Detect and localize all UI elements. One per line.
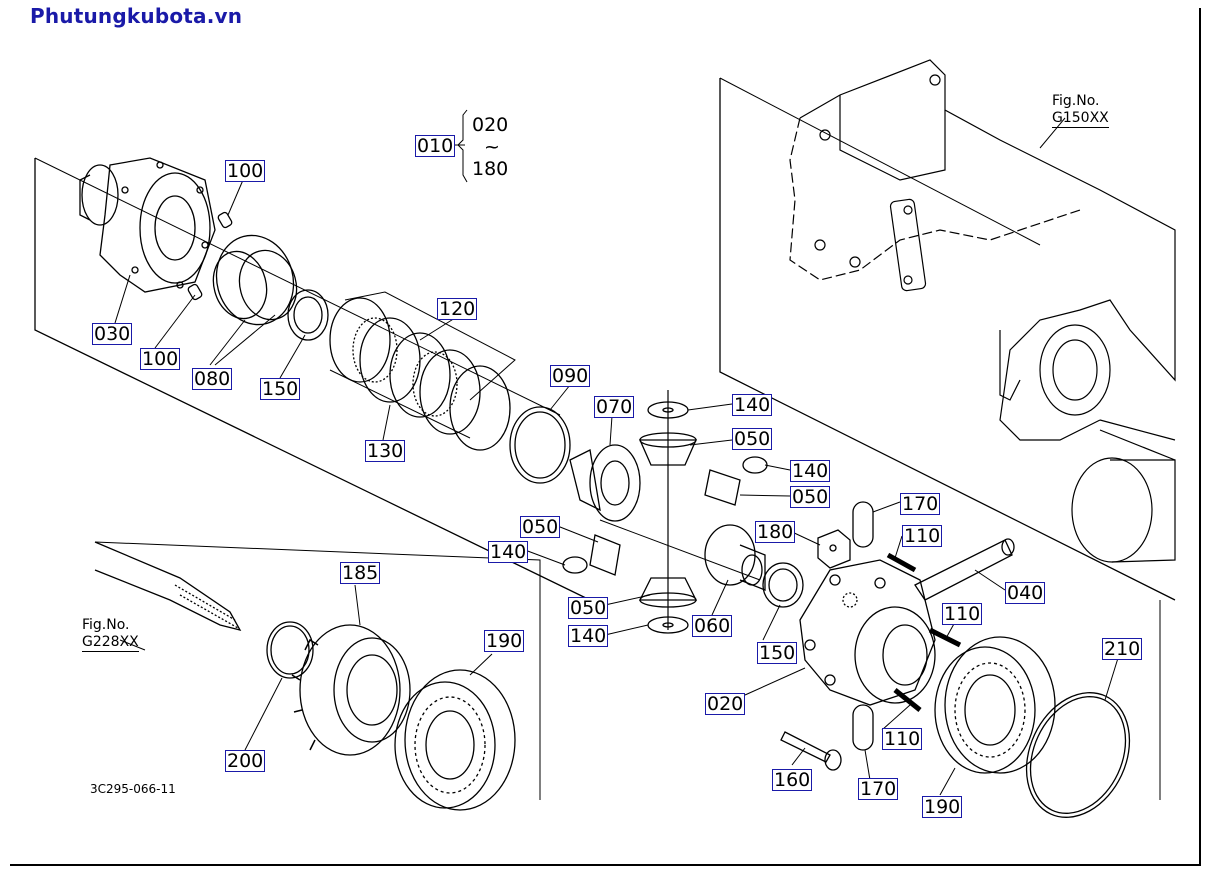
fig-ref-shaft-label: Fig.No. <box>82 617 130 633</box>
bearing-190-left <box>394 669 516 811</box>
callout-185[interactable]: 185 <box>340 562 381 584</box>
transmission-housing <box>789 59 1176 563</box>
drawing-code: 3C295-066-11 <box>90 782 176 796</box>
pin-110-c <box>893 688 922 712</box>
callout-110-lower[interactable]: 110 <box>882 728 923 750</box>
callout-140-right[interactable]: 140 <box>790 460 831 482</box>
ring-090 <box>509 406 571 484</box>
callout-100-upper[interactable]: 100 <box>225 160 266 182</box>
pinion-050-left <box>589 534 621 576</box>
callout-120[interactable]: 120 <box>437 298 478 320</box>
pin-100-lower <box>187 283 203 301</box>
callout-200[interactable]: 200 <box>225 750 266 772</box>
pin-170-lower <box>852 704 874 751</box>
callout-210[interactable]: 210 <box>1102 638 1143 660</box>
callout-140-bottom[interactable]: 140 <box>568 625 609 647</box>
callout-040[interactable]: 040 <box>1005 582 1046 604</box>
callout-130[interactable]: 130 <box>365 440 406 462</box>
callout-050-right[interactable]: 050 <box>790 486 831 508</box>
circlip-200 <box>266 621 314 679</box>
callout-100-lower[interactable]: 100 <box>140 348 181 370</box>
range-end: 180 <box>472 158 509 180</box>
callout-140-left[interactable]: 140 <box>488 541 529 563</box>
assembly-callout-010[interactable]: 010 <box>415 135 456 157</box>
bearing-190-right <box>934 636 1056 774</box>
fig-ref-shaft-code: G228XX <box>82 634 139 652</box>
callout-020[interactable]: 020 <box>705 693 746 715</box>
range-tilde: ~ <box>484 136 500 158</box>
fig-ref-shaft[interactable]: Fig.No. G228XX <box>82 617 139 652</box>
callout-110-middle[interactable]: 110 <box>942 603 983 625</box>
pin-110-b <box>928 627 962 648</box>
washer-140-right <box>742 456 768 474</box>
drawing-frame <box>10 8 1201 866</box>
side-gear-070 <box>569 444 641 522</box>
callout-150-left[interactable]: 150 <box>260 378 301 400</box>
callout-140-top[interactable]: 140 <box>732 394 773 416</box>
diff-case-030 <box>79 157 216 293</box>
pinion-050-top <box>639 439 697 466</box>
shaft-plate-outline <box>94 541 541 800</box>
range-start: 020 <box>472 114 509 136</box>
callout-080[interactable]: 080 <box>192 368 233 390</box>
callout-190-left[interactable]: 190 <box>484 630 525 652</box>
pin-170-upper <box>852 501 874 548</box>
callout-030[interactable]: 030 <box>92 323 133 345</box>
washer-150-left <box>287 289 329 341</box>
callout-050-bottom[interactable]: 050 <box>568 597 609 619</box>
fig-ref-housing-code: G150XX <box>1052 110 1109 128</box>
callout-170-lower[interactable]: 170 <box>858 778 899 800</box>
ring-080-inner <box>238 249 298 321</box>
fig-ref-housing[interactable]: Fig.No. G150XX <box>1052 93 1109 128</box>
side-gear-060 <box>704 524 766 591</box>
callout-110-upper[interactable]: 110 <box>902 525 943 547</box>
callout-060[interactable]: 060 <box>692 615 733 637</box>
diff-housing-020 <box>799 559 936 706</box>
shaft-040 <box>914 539 1013 601</box>
callout-180[interactable]: 180 <box>755 521 796 543</box>
site-watermark: Phutungkubota.vn <box>30 4 243 28</box>
callout-090[interactable]: 090 <box>550 365 591 387</box>
bolt-160 <box>780 731 831 763</box>
washer-150-right <box>762 562 804 608</box>
callout-050-top[interactable]: 050 <box>732 428 773 450</box>
callout-150-right[interactable]: 150 <box>757 642 798 664</box>
fig-ref-housing-label: Fig.No. <box>1052 93 1100 109</box>
callout-170-upper[interactable]: 170 <box>900 493 941 515</box>
axle-shaft <box>94 541 242 631</box>
pin-100-upper <box>217 211 233 229</box>
clutch-pack <box>329 291 516 451</box>
callout-160[interactable]: 160 <box>772 769 813 791</box>
left-plate-outline <box>34 158 591 601</box>
snap-ring-210 <box>1025 692 1131 818</box>
washer-140-left <box>562 556 588 574</box>
pinion-050-right <box>704 469 741 506</box>
housing-plate-outline <box>719 78 1176 601</box>
ring-080-outer <box>215 234 295 326</box>
callout-070[interactable]: 070 <box>594 396 635 418</box>
callout-050-left[interactable]: 050 <box>520 516 561 538</box>
callout-190-right[interactable]: 190 <box>922 796 963 818</box>
gear-185 <box>291 624 411 756</box>
block-180 <box>817 529 851 569</box>
leader-lines <box>114 109 1119 796</box>
pin-110-a <box>886 552 917 573</box>
